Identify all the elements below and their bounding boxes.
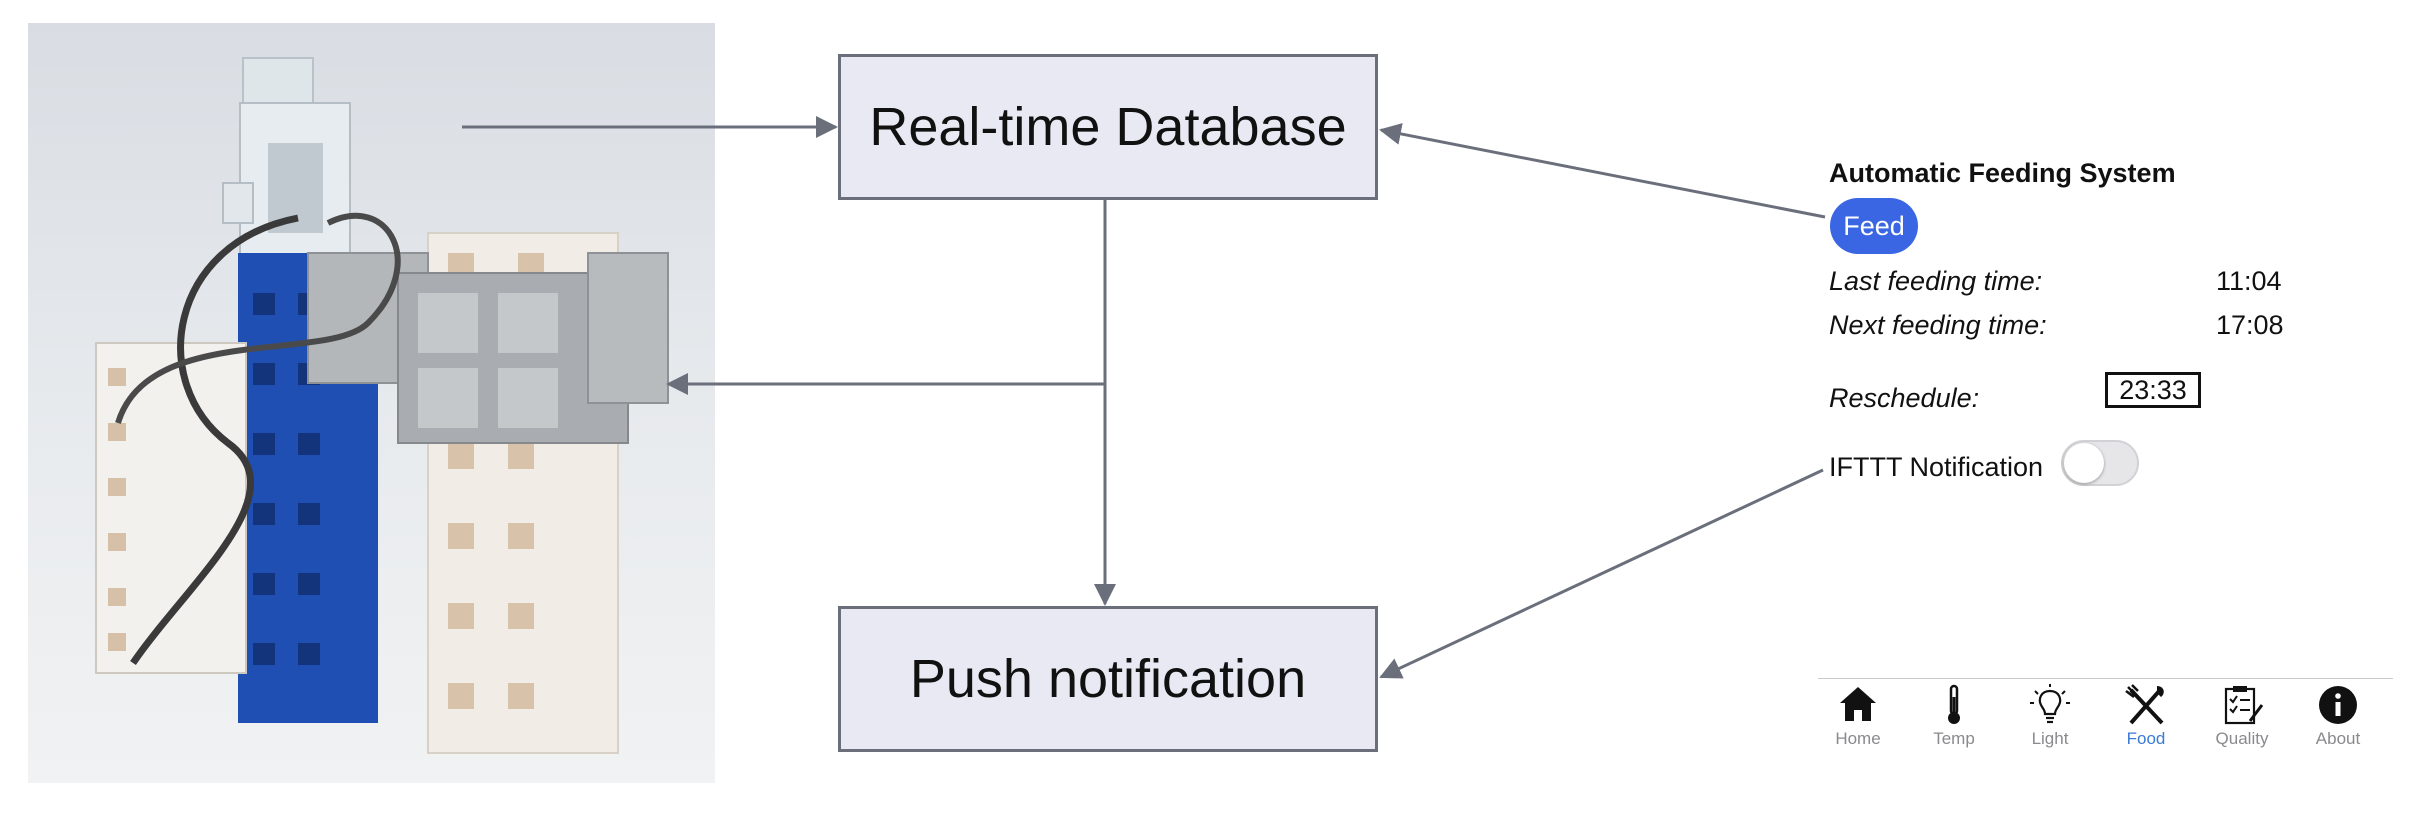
arrow-app-to-database [1379, 123, 1826, 219]
tab-home[interactable]: Home [1818, 683, 1898, 748]
reschedule-label: Reschedule: [1829, 383, 1980, 413]
toggle-knob [2064, 443, 2104, 483]
next-feeding-value: 17:08 [2216, 310, 2284, 340]
last-feeding-value: 11:04 [2216, 266, 2282, 296]
clipboard-icon [2224, 686, 2264, 725]
tab-label: Home [1835, 729, 1881, 748]
tab-light[interactable]: Light [2010, 683, 2090, 748]
info-icon [2319, 686, 2357, 724]
realtime-database-box: Real-time Database [838, 54, 1378, 200]
tab-label: Quality [2215, 729, 2269, 748]
reschedule-time-input[interactable]: 23:33 [2105, 372, 2201, 408]
last-feeding-label: Last feeding time: [1829, 266, 2043, 296]
feed-button[interactable]: Feed [1830, 198, 1918, 254]
ifttt-notification-toggle[interactable] [2061, 440, 2139, 486]
realtime-database-label: Real-time Database [869, 97, 1347, 157]
ifttt-notification-label: IFTTT Notification [1829, 452, 2044, 482]
tab-label: About [2315, 729, 2361, 748]
lightbulb-icon [2030, 684, 2070, 724]
device-photo [28, 23, 715, 783]
tab-label: Food [2126, 729, 2166, 748]
fork-knife-icon [2125, 684, 2164, 725]
tab-about[interactable]: About [2298, 683, 2378, 748]
tab-bar: Home Temp Light [1818, 678, 2393, 749]
tab-temp[interactable]: Temp [1914, 683, 1994, 748]
tab-quality[interactable]: Quality [2202, 683, 2282, 748]
feeding-app-screen: Automatic Feeding System Feed Last feedi… [1818, 150, 2398, 780]
push-notification-label: Push notification [909, 649, 1307, 709]
arrow-ifttt-to-push [1379, 468, 1824, 679]
feeder-device-illustration [95, 57, 669, 754]
app-title: Automatic Feeding System [1829, 158, 2176, 188]
home-icon [1840, 687, 1876, 721]
push-notification-box: Push notification [838, 606, 1378, 752]
thermometer-icon [1948, 684, 1960, 724]
tab-label: Temp [1933, 729, 1975, 748]
next-feeding-label: Next feeding time: [1829, 310, 2047, 340]
tab-label: Light [2031, 729, 2069, 748]
tab-food[interactable]: Food [2106, 683, 2186, 748]
